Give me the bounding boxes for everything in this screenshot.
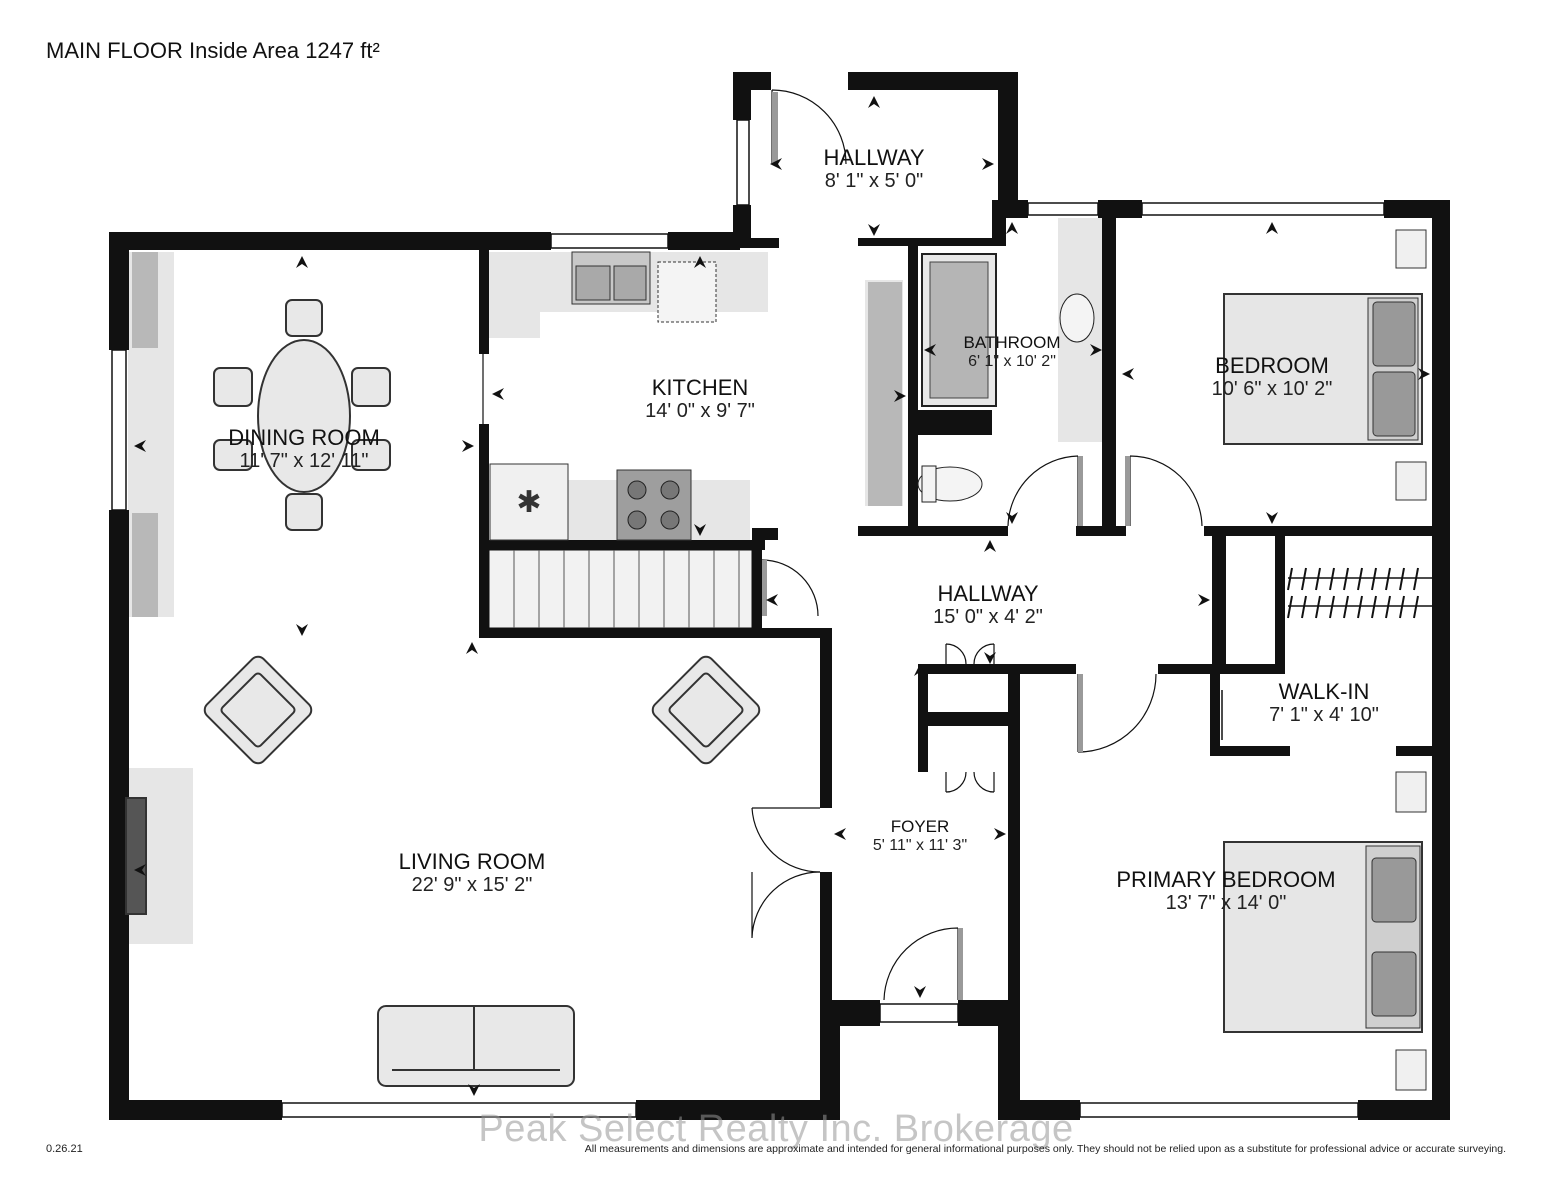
door-slabs bbox=[762, 92, 1130, 1000]
svg-text:✱: ✱ bbox=[516, 485, 541, 520]
room-name: HALLWAY bbox=[823, 145, 925, 170]
dining-set bbox=[213, 299, 391, 531]
stairs bbox=[488, 549, 753, 629]
room-dimensions: 22' 9" x 15' 2" bbox=[411, 874, 533, 897]
room-label-foyer: FOYER 5' 11" x 11' 3" bbox=[872, 817, 968, 854]
windows bbox=[111, 119, 1385, 1118]
room-label-living: LIVING ROOM 22' 9" x 15' 2" bbox=[398, 849, 546, 897]
room-label-kitchen: KITCHEN 14' 0" x 9' 7" bbox=[645, 375, 755, 423]
room-dimensions: 10' 6" x 10' 2" bbox=[1211, 378, 1333, 401]
kitchen-appliances: ✱ bbox=[489, 251, 717, 541]
watermark: Peak Select Realty Inc. Brokerage bbox=[478, 1108, 1074, 1150]
room-name: FOYER bbox=[890, 817, 950, 836]
room-name: HALLWAY bbox=[937, 581, 1039, 606]
room-dimensions: 6' 1" x 10' 2" bbox=[968, 352, 1056, 370]
room-dimensions: 11' 7" x 12' 11" bbox=[239, 450, 369, 473]
bathroom-fixtures bbox=[917, 253, 1095, 503]
disclaimer: All measurements and dimensions are appr… bbox=[584, 1143, 1506, 1155]
room-label-bathroom: BATHROOM 6' 1" x 10' 2" bbox=[963, 333, 1061, 370]
plan-title: MAIN FLOOR Inside Area 1247 ft² bbox=[46, 38, 380, 63]
room-label-bedroom: BEDROOM 10' 6" x 10' 2" bbox=[1211, 353, 1333, 401]
room-name: BATHROOM bbox=[963, 333, 1061, 352]
beds bbox=[1223, 229, 1427, 1091]
closet-rods bbox=[1221, 567, 1432, 740]
room-label-hallway-top: HALLWAY 8' 1" x 5' 0" bbox=[823, 145, 925, 193]
room-name: BEDROOM bbox=[1215, 353, 1329, 378]
version-label: 0.26.21 bbox=[46, 1143, 83, 1155]
room-dimensions: 5' 11" x 11' 3" bbox=[872, 836, 968, 854]
room-dimensions: 8' 1" x 5' 0" bbox=[824, 170, 924, 193]
room-name: PRIMARY BEDROOM bbox=[1116, 867, 1336, 892]
walls bbox=[109, 72, 1450, 1120]
room-label-hallway-mid: HALLWAY 15' 0" x 4' 2" bbox=[933, 581, 1043, 629]
room-dimensions: 15' 0" x 4' 2" bbox=[933, 606, 1043, 629]
room-name: DINING ROOM bbox=[228, 425, 380, 450]
dimension-markers bbox=[134, 96, 1430, 1096]
room-dimensions: 14' 0" x 9' 7" bbox=[645, 400, 755, 423]
room-label-dining: DINING ROOM 11' 7" x 12' 11" bbox=[228, 425, 380, 473]
room-name: WALK-IN bbox=[1278, 679, 1370, 704]
room-name: LIVING ROOM bbox=[398, 849, 546, 874]
room-dimensions: 7' 1" x 4' 10" bbox=[1269, 704, 1379, 727]
room-label-walkin: WALK-IN 7' 1" x 4' 10" bbox=[1269, 679, 1379, 727]
room-name: KITCHEN bbox=[651, 375, 749, 400]
fixtures-dark bbox=[132, 252, 902, 617]
living-furniture bbox=[125, 655, 761, 1087]
room-dimensions: 13' 7" x 14' 0" bbox=[1165, 892, 1287, 915]
room-label-primary-bedroom: PRIMARY BEDROOM 13' 7" x 14' 0" bbox=[1116, 867, 1336, 915]
